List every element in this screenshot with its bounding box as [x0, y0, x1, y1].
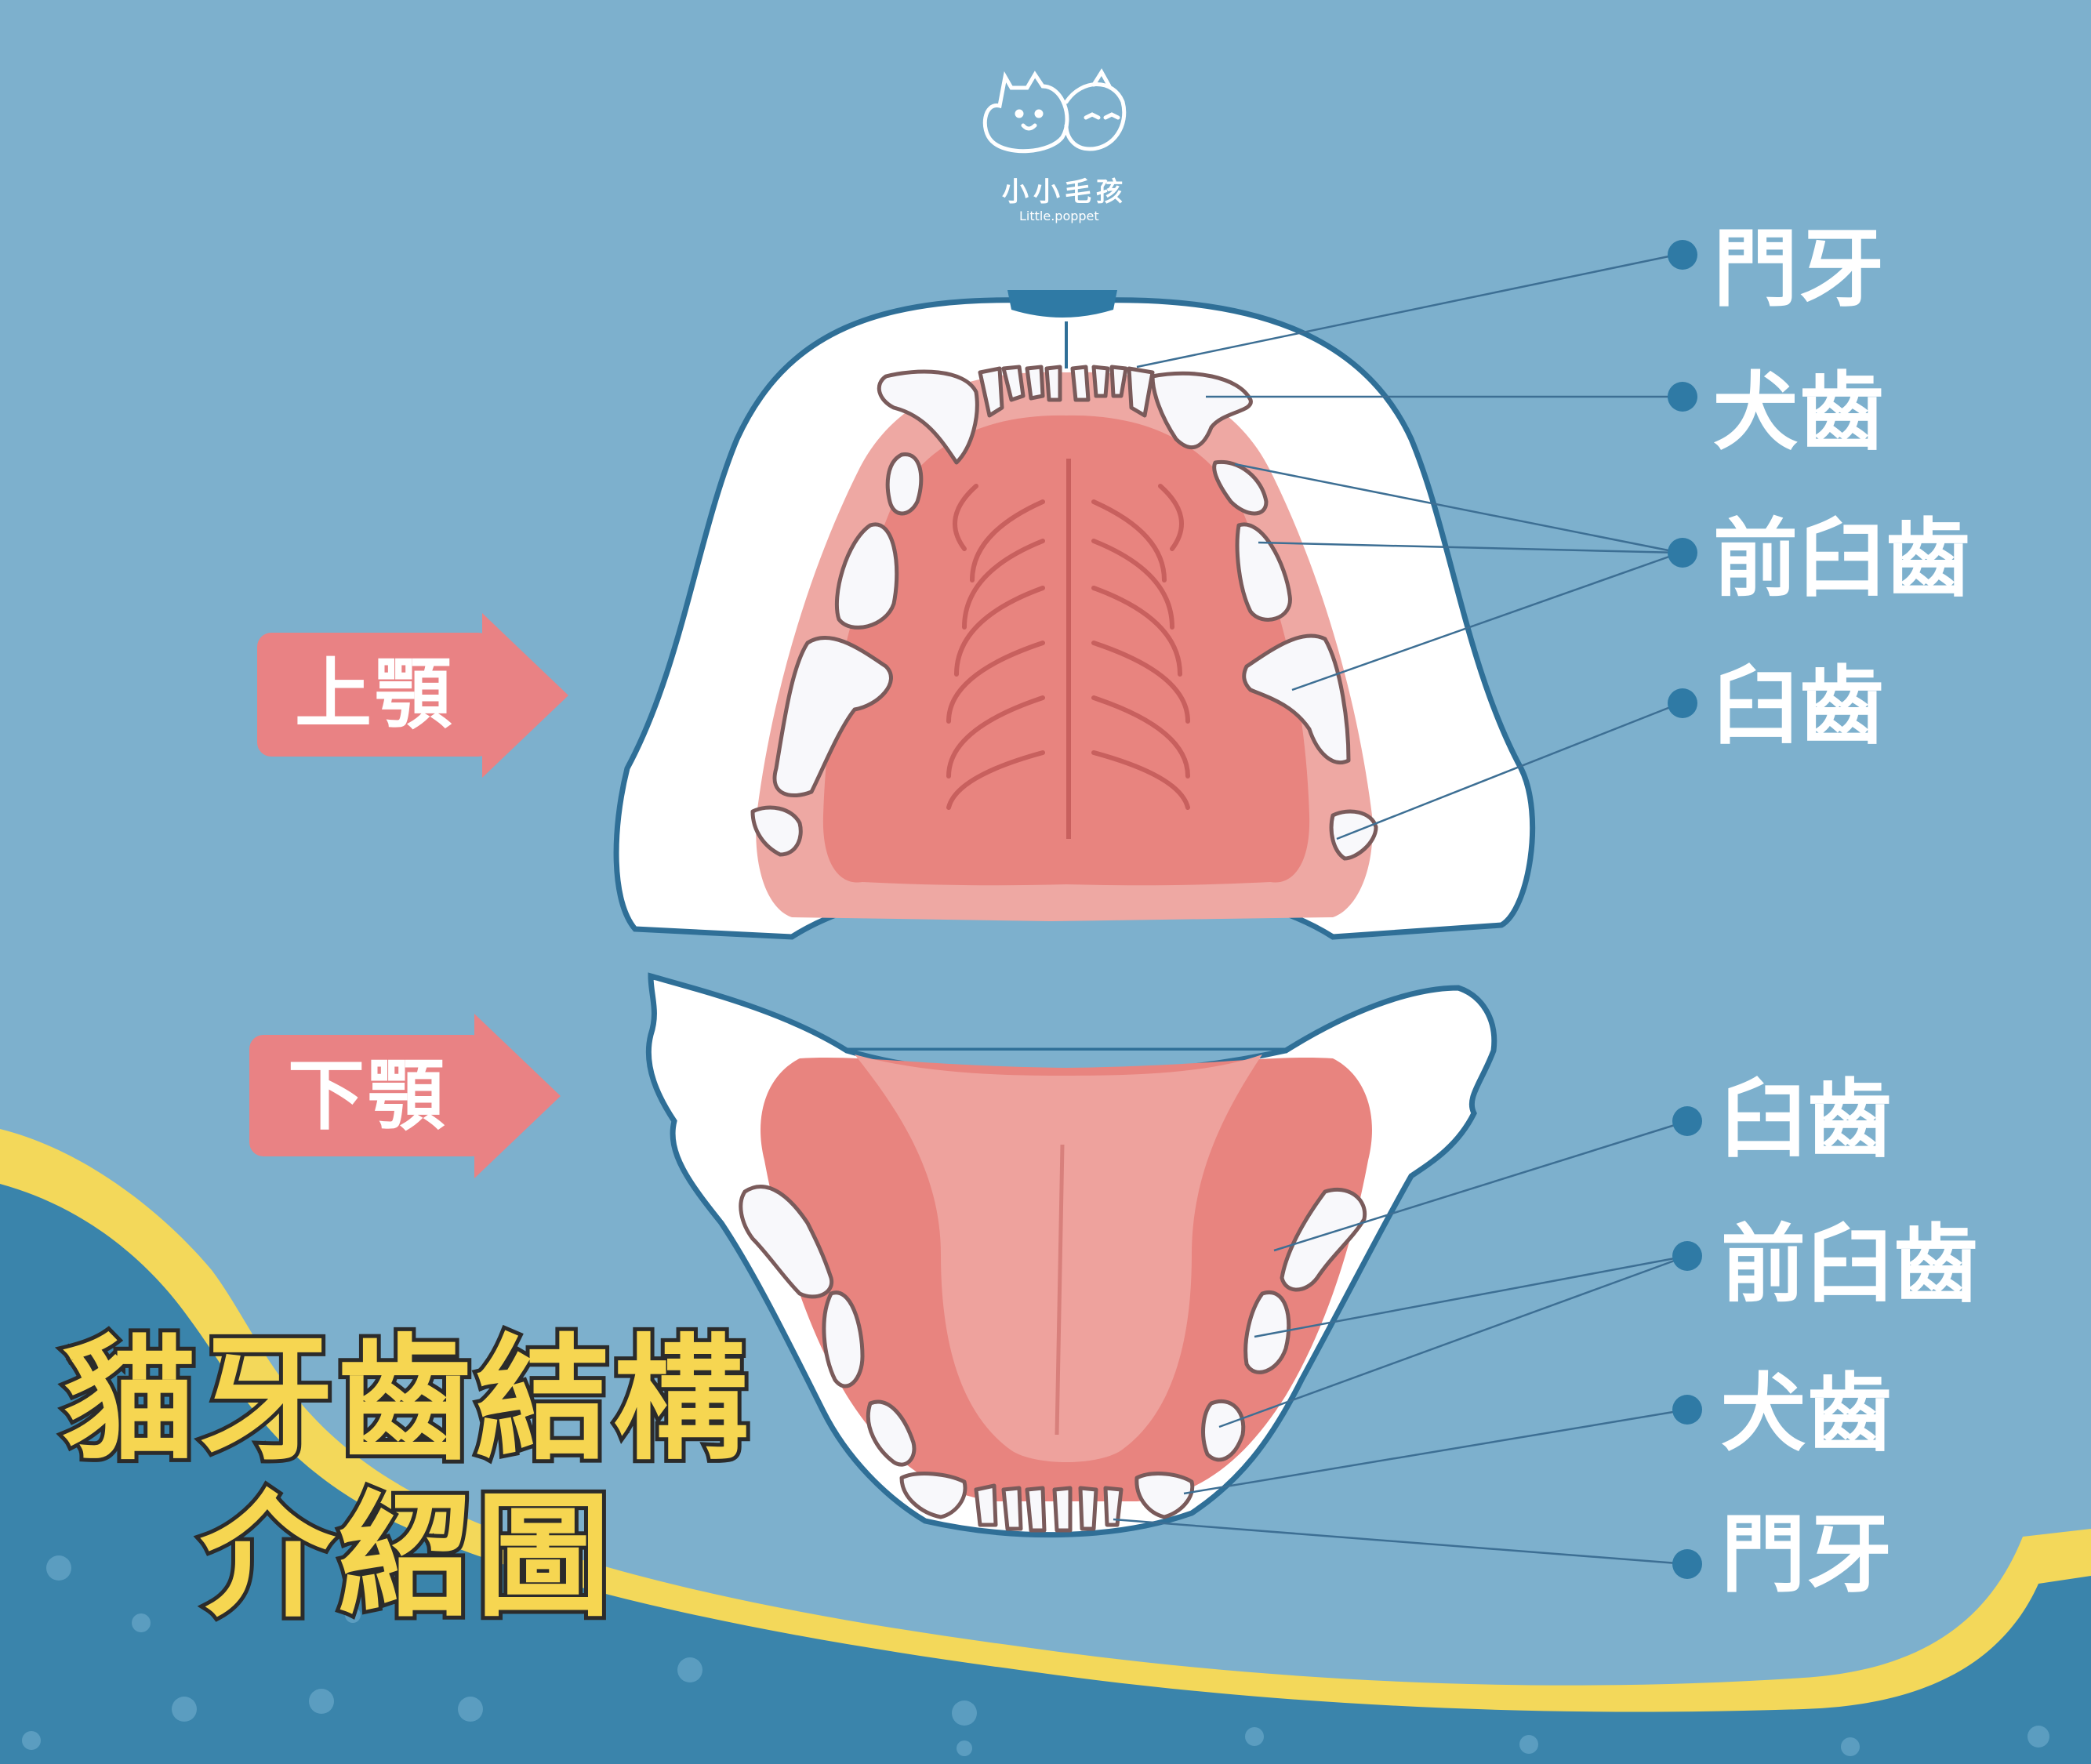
upper-premolar-dot	[1668, 538, 1697, 568]
lower-molar-dot	[1672, 1106, 1702, 1136]
upper-frenulum	[1007, 290, 1117, 318]
upper-leader-lines	[1136, 252, 1681, 840]
dark-blue-wave	[0, 1184, 2091, 1764]
upper-jaw-arrow	[482, 613, 568, 778]
logo-name-zh: 小小毛孩	[1002, 176, 1127, 208]
title-line-2: 介紹圖	[196, 1478, 615, 1635]
lower-canine-dot	[1672, 1395, 1702, 1425]
upper-teeth	[750, 365, 1378, 861]
upper-label-premolar: 前臼齒	[1713, 510, 1973, 608]
lower-jaw	[645, 972, 1497, 1538]
lower-premolar-dot	[1672, 1241, 1702, 1271]
lower-label-premolar: 前臼齒	[1721, 1216, 1980, 1314]
upper-incisor-dot	[1668, 240, 1697, 270]
tongue-midline	[1055, 1144, 1065, 1436]
lower-jaw-tag: 下顎	[249, 1035, 486, 1156]
lower-label-incisor: 門牙	[1721, 1506, 1894, 1604]
logo-icon	[982, 68, 1127, 154]
lower-label-canine: 犬齒	[1721, 1365, 1894, 1463]
lower-incisor-dot	[1672, 1549, 1702, 1579]
logo-name-en: Little.poppet	[1019, 209, 1099, 223]
lower-label-molar: 臼齒	[1721, 1071, 1894, 1169]
palatal-rugae	[946, 484, 1190, 810]
upper-label-molar: 臼齒	[1713, 658, 1886, 756]
lower-jaw-arrow	[474, 1014, 561, 1178]
upper-jaw	[613, 290, 1536, 940]
upper-jaw-tag: 上顎	[257, 633, 492, 757]
upper-label-canine: 犬齒	[1713, 364, 1886, 462]
lower-leader-lines	[1113, 1120, 1688, 1566]
lower-teeth	[739, 1185, 1367, 1533]
wave-dots	[22, 1555, 2049, 1756]
upper-molar-dot	[1668, 688, 1697, 718]
title-line-1: 貓牙齒結構	[57, 1321, 752, 1479]
upper-canine-dot	[1668, 382, 1697, 412]
upper-label-incisor: 門牙	[1713, 220, 1886, 318]
